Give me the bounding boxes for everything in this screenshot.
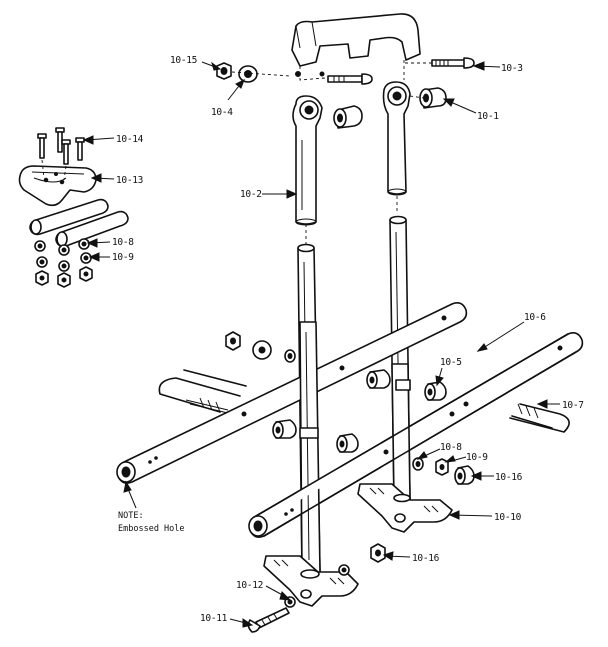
bushing-crossbar-2: [272, 419, 297, 439]
label-10-7: 10-7: [562, 400, 584, 411]
inset-tube-2: [55, 210, 129, 248]
bolt-10-14-d: [75, 137, 85, 161]
label-10-8-inset: 10-8: [112, 237, 134, 248]
label-10-1: 10-1: [477, 111, 499, 122]
label-10-5: 10-5: [440, 357, 462, 368]
washer-10-9-right: [435, 458, 449, 476]
bolt-bracket-left: [327, 73, 373, 85]
u-bolt-left: [158, 369, 247, 415]
nut-10-16-right: [454, 465, 475, 485]
clamp-left-post: [299, 379, 411, 439]
foot-plate-lower: [263, 555, 359, 607]
u-bolt-10-7: [509, 403, 570, 433]
upper-tube-10-2: [292, 95, 323, 226]
washer-bottom: [338, 564, 350, 576]
bushing-upper-left: [333, 105, 363, 129]
note-heading: NOTE:: [118, 511, 144, 521]
label-10-15: 10-15: [170, 55, 197, 66]
note-embossed-hole: Embossed Hole: [118, 524, 185, 534]
bracket-10-13: [18, 165, 97, 207]
label-10-6: 10-6: [524, 312, 546, 323]
cross-bar-back: [116, 302, 468, 484]
label-10-16-right: 10-16: [495, 472, 523, 483]
upper-tube-10-1: [382, 81, 411, 196]
label-10-12: 10-12: [236, 580, 263, 591]
bushing-10-5: [424, 381, 447, 401]
nut-crossbar-1: [225, 331, 241, 351]
label-10-8-right: 10-8: [440, 442, 462, 453]
label-10-13: 10-13: [116, 175, 143, 186]
leader-lines: [82, 61, 560, 628]
foot-plate-10-10: [357, 483, 453, 533]
top-bracket: [291, 13, 421, 81]
label-10-3: 10-3: [501, 63, 523, 74]
nut-10-16-bottom: [370, 543, 386, 563]
bushing-10-1: [419, 87, 447, 109]
label-10-11: 10-11: [200, 613, 228, 624]
bolt-10-3: [405, 57, 475, 69]
nut-10-15: [216, 62, 232, 80]
washer-10-4: [238, 65, 258, 83]
label-10-4: 10-4: [211, 107, 233, 118]
label-10-10: 10-10: [494, 512, 522, 523]
inset-assembly: [18, 127, 129, 288]
bushing-crossbar-3: [336, 433, 359, 453]
inset-tube-1: [29, 198, 109, 236]
bushing-crossbar-1: [366, 369, 391, 389]
bolt-10-11: [247, 607, 290, 633]
label-10-9-inset: 10-9: [112, 252, 134, 263]
label-10-14: 10-14: [116, 134, 144, 145]
vertical-post-left-front: [299, 321, 321, 576]
label-10-9-right: 10-9: [466, 452, 488, 463]
washer-10-8-right: [412, 457, 424, 471]
spacer-crossbar-1: [284, 349, 296, 363]
bolt-10-14-c: [61, 139, 71, 165]
label-10-16-bottom: 10-16: [412, 553, 440, 564]
washer-crossbar-1: [252, 340, 272, 360]
label-10-2: 10-2: [240, 189, 262, 200]
inset-fasteners: [34, 238, 93, 288]
bolt-10-14-b: [55, 127, 65, 153]
bolt-10-14-a: [37, 133, 47, 159]
